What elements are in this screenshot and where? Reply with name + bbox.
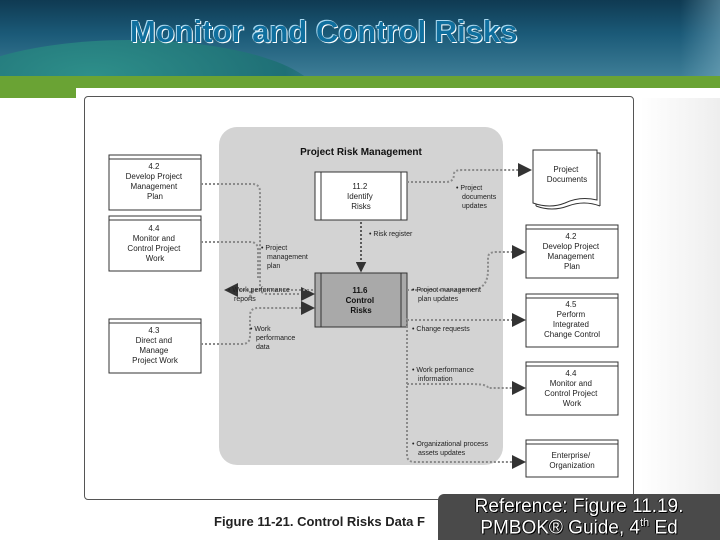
output-box-4-2: 4.2 Develop Project Management Plan (525, 224, 619, 279)
svg-text:4.4 Monitor and Co: 4.4 Monitor and Control Project Work (544, 369, 599, 408)
svg-text:4.4 Monitor and Co: 4.4 Monitor and Control Project Work (127, 224, 182, 263)
process-group-heading: Project Risk Management (300, 147, 422, 158)
label-project-documents-updates: • Project documents updates (456, 185, 498, 210)
output-project-documents: Project Documents (532, 149, 601, 210)
input-box-4-3: 4.3 Direct and Manage Project Work (108, 318, 202, 374)
input-box-4-2: 4.2 Develop Project Management Plan (108, 154, 202, 211)
svg-text:4.5 Perform Integr: 4.5 Perform Integrated Change Control (544, 300, 600, 339)
control-risks-line: 11.6 (352, 286, 368, 295)
output-box-enterprise: Enterprise/ Organization (525, 439, 619, 478)
label-opa-updates: • Organizational process assets updates (412, 441, 490, 457)
control-risks-box (314, 272, 408, 328)
reference-line-2: PMBOK® Guide, 4th Ed (480, 517, 678, 539)
svg-text:Enterprise/ Organization: Enterprise/ Organization (549, 451, 594, 470)
label-work-performance-data: • Work performance data (250, 326, 297, 351)
label-work-performance-reports: • Work performance reports (228, 287, 292, 303)
svg-text:4.3 Direct and Man: 4.3 Direct and Manage Project Work (132, 326, 179, 365)
flow-lines (201, 163, 532, 469)
label-project-management-plan: • Project management plan (261, 245, 310, 270)
diagram-frame (84, 96, 634, 500)
input-box-4-4: 4.4 Monitor and Control Project Work (108, 215, 202, 272)
svg-text:11.2 Identify Risks: 11.2 Identify Risks (347, 182, 375, 211)
svg-text:4.2 Develop Project: 4.2 Develop Project Management Plan (543, 232, 602, 271)
label-pm-plan-updates: • Project management plan updates (412, 287, 483, 303)
output-box-4-4: 4.4 Monitor and Control Project Work (525, 361, 619, 416)
output-box-4-5: 4.5 Perform Integrated Change Control (525, 293, 619, 348)
identify-risks-line: Risks (351, 202, 371, 211)
reference-line-1: Reference: Figure 11.19. (474, 496, 684, 517)
identify-risks-line: Identify (347, 192, 373, 201)
reference-box: Reference: Figure 11.19. PMBOK® Guide, 4… (438, 494, 720, 540)
banner-stripe-decoration (680, 0, 720, 76)
figure-caption: Figure 11-21. Control Risks Data F (214, 514, 425, 529)
identify-risks-line: 11.2 (352, 182, 368, 191)
slide-title: Monitor and Control Risks (130, 14, 518, 49)
label-risk-register: • Risk register (369, 231, 413, 238)
side-strip (640, 98, 720, 540)
svg-text:Project Documents: Project Documents (547, 165, 587, 184)
title-banner: Monitor and Control Risks (0, 0, 720, 76)
label-change-requests: • Change requests (412, 326, 470, 333)
svg-text:11.6 Control Risks: 11.6 Control Risks (346, 286, 377, 315)
label-work-performance-information: • Work performance information (412, 367, 476, 383)
svg-text:4.2 Develop Project: 4.2 Develop Project Management Plan (126, 162, 185, 201)
identify-risks-box (314, 171, 408, 221)
control-risks-line: Risks (350, 306, 372, 315)
control-risks-line: Control (346, 296, 374, 305)
